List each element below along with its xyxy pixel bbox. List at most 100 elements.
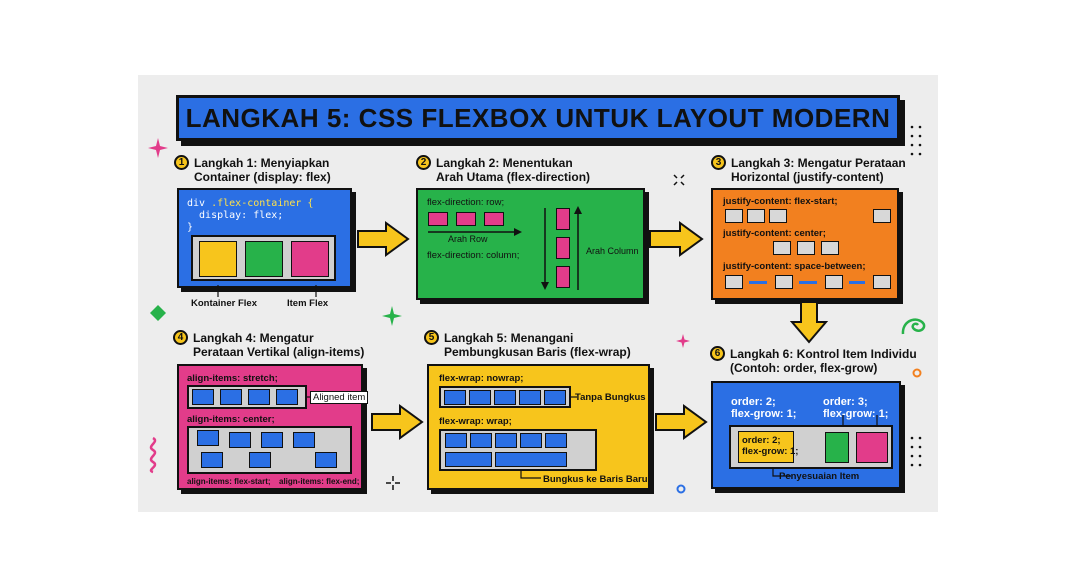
space-gap: [799, 281, 817, 284]
justify-item: [769, 209, 787, 223]
center-label: justify-content: center;: [723, 228, 826, 239]
align-item: [229, 432, 251, 448]
dots-icon: [910, 125, 922, 156]
step2-number: 2: [416, 155, 431, 170]
flex-start-label: justify-content: flex-start;: [723, 196, 838, 207]
justify-item: [821, 241, 839, 255]
dot-icon: [676, 484, 686, 494]
step1-panel: div .flex-container { display: flex; }: [177, 188, 352, 288]
wrap-item: [520, 433, 542, 448]
code-class: .flex-container {: [211, 198, 314, 209]
row-item: [456, 212, 476, 226]
row-item: [428, 212, 448, 226]
step2-panel: flex-direction: row; Arah Row flex-direc…: [416, 188, 645, 300]
dot-icon: [912, 368, 922, 378]
item-c-grow: flex-grow: 1;: [742, 446, 799, 457]
column-direction-label: Arah Column: [586, 246, 639, 256]
stretch-label: align-items: stretch;: [187, 373, 278, 384]
step6-number: 6: [710, 346, 725, 361]
item-b-props: order: 3; flex-grow: 1;: [823, 396, 888, 420]
no-wrap-note: Tanpa Bungkus: [575, 392, 646, 403]
wrap-item: [445, 433, 467, 448]
wrap-item: [470, 433, 492, 448]
squiggle-icon: [149, 436, 157, 474]
justify-item: [773, 241, 791, 255]
step1-code: div .flex-container { display: flex; }: [187, 198, 313, 234]
diamond-icon: [150, 305, 166, 321]
step3-number: 3: [711, 155, 726, 170]
code-property: display: flex;: [187, 210, 284, 221]
order-container: order: 2; flex-grow: 1;: [729, 425, 893, 469]
item-a-grow: flex-grow: 1;: [731, 408, 797, 420]
nowrap-container: [439, 386, 571, 408]
wrap-item: [544, 390, 566, 405]
item-b-order: order: 3;: [823, 396, 868, 408]
flex-end-label: align-items: flex-end;: [279, 477, 360, 486]
swirl-icon: [901, 318, 926, 335]
row-direction-label: Arah Row: [448, 234, 488, 244]
column-item: [556, 208, 570, 230]
step1-number: 1: [174, 155, 189, 170]
align-item: [293, 432, 315, 448]
wrap-item: [444, 390, 466, 405]
item-a-props: order: 2; flex-grow: 1;: [731, 396, 796, 420]
pointer-line: [772, 467, 791, 477]
justify-item: [825, 275, 843, 289]
burst-icon: [673, 174, 685, 186]
row-arrow-icon: [428, 228, 522, 236]
step5-panel: flex-wrap: nowrap; Tanpa Bungkus flex-wr…: [427, 364, 650, 490]
align-container: [187, 426, 352, 474]
flex-start-label: align-items: flex-start;: [187, 477, 271, 486]
align-item: [248, 389, 270, 405]
align-item: [276, 389, 298, 405]
space-gap: [749, 281, 767, 284]
flex-item: [199, 241, 237, 277]
row-item: [484, 212, 504, 226]
arrow-right-icon: [357, 221, 410, 257]
step6-subtitle: (Contoh: order, flex-grow): [730, 361, 878, 375]
arrow-right-icon: [371, 404, 424, 440]
justify-item: [873, 209, 891, 223]
flex-container-demo: [191, 235, 336, 281]
wrap-item: [545, 433, 567, 448]
crosshair-icon: [386, 476, 400, 490]
step5-number: 5: [424, 330, 439, 345]
step2-subtitle: Arah Utama (flex-direction): [436, 170, 591, 184]
sparkle-icon: [382, 306, 402, 326]
wrap-item: [519, 390, 541, 405]
align-item: [220, 389, 242, 405]
stretch-container: [187, 385, 307, 409]
adjust-label: Penyesuaian Item: [779, 471, 860, 482]
item-c: order: 2; flex-grow: 1;: [738, 431, 799, 463]
code-close: }: [187, 222, 194, 233]
align-item: [261, 432, 283, 448]
wrap-item: [495, 433, 517, 448]
pointer-lines: [842, 415, 878, 427]
step4-title: Langkah 4: Mengatur: [193, 331, 314, 345]
flex-item: [291, 241, 329, 277]
align-item: [201, 452, 223, 468]
step1-subtitle: Container (display: flex): [194, 170, 331, 184]
step1-pointers: [217, 285, 317, 297]
justify-item: [747, 209, 765, 223]
step5-title: Langkah 5: Menangani: [444, 331, 574, 345]
space-between-label: justify-content: space-between;: [723, 261, 866, 272]
arrow-right-icon: [649, 221, 704, 257]
item-label: Item Flex: [287, 298, 329, 309]
container-label: Kontainer Flex: [191, 298, 257, 309]
step1-title: Langkah 1: Menyiapkan: [194, 156, 330, 170]
column-label: flex-direction: column;: [427, 250, 520, 261]
nowrap-label: flex-wrap: nowrap;: [439, 373, 524, 384]
page-title: LANGKAH 5: CSS FLEXBOX UNTUK LAYOUT MODE…: [176, 95, 900, 141]
step5-subtitle: Pembungkusan Baris (flex-wrap): [444, 345, 631, 359]
align-item: [192, 389, 214, 405]
align-item: [249, 452, 271, 468]
flex-item: [245, 241, 283, 277]
item-b-grow: flex-grow: 1;: [823, 408, 889, 420]
column-item: [556, 266, 570, 288]
arrow-down-icon: [789, 301, 829, 344]
step6-heading: 6 Langkah 6: Kontrol Item Individu(Conto…: [710, 346, 917, 375]
justify-item: [797, 241, 815, 255]
